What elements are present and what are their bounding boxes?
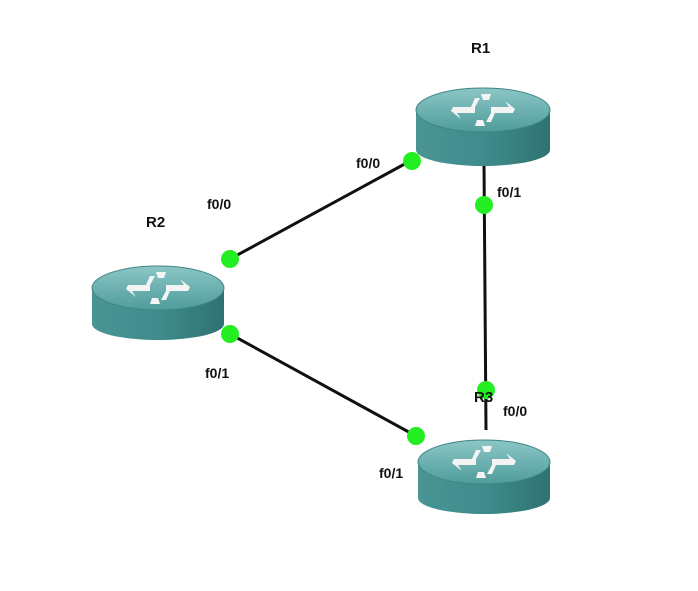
link-r1-r2 xyxy=(229,158,413,261)
interface-label-r3-f0-0: f0/0 xyxy=(503,403,527,419)
router-r2[interactable] xyxy=(91,265,225,340)
port-dot-r3-f0-0[interactable] xyxy=(477,381,495,399)
port-dot-r1-f0-0[interactable] xyxy=(403,152,421,170)
interface-label-r2-f0-1: f0/1 xyxy=(205,365,229,381)
router-r1[interactable] xyxy=(415,87,551,166)
router-icon xyxy=(91,265,225,340)
router-label-r2: R2 xyxy=(146,214,165,231)
router-label-r1: R1 xyxy=(471,40,490,57)
interface-label-r1-f0-1: f0/1 xyxy=(497,184,521,200)
router-icon xyxy=(417,439,551,514)
port-dot-r1-f0-1[interactable] xyxy=(475,196,493,214)
interface-label-r2-f0-0: f0/0 xyxy=(207,196,231,212)
port-dot-r2-f0-0[interactable] xyxy=(221,250,239,268)
link-r2-r3 xyxy=(229,332,417,438)
interface-label-r3-f0-1: f0/1 xyxy=(379,465,403,481)
router-icon xyxy=(415,87,551,166)
port-dot-r3-f0-1[interactable] xyxy=(407,427,425,445)
router-label-r3: R3 xyxy=(474,389,493,406)
interface-label-r1-f0-0: f0/0 xyxy=(356,155,380,171)
router-r3[interactable] xyxy=(417,439,551,514)
port-dot-r2-f0-1[interactable] xyxy=(221,325,239,343)
